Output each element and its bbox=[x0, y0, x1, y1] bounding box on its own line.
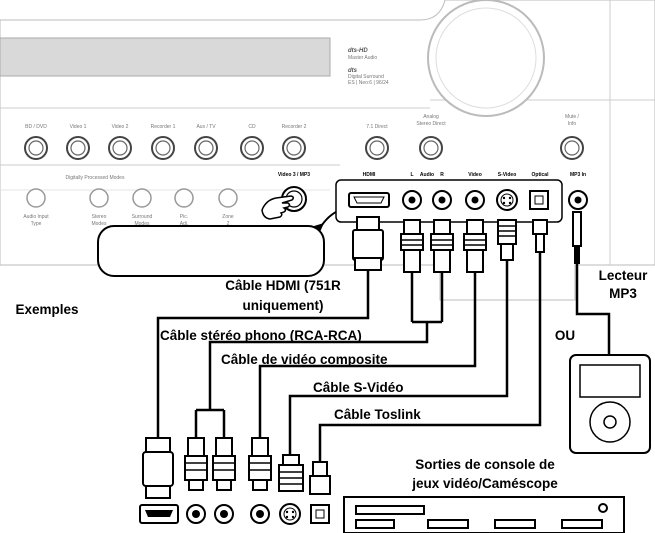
mode-button-4[interactable]: Pic.Adj. bbox=[174, 188, 194, 227]
hdmi-cable-label-2: uniquement) bbox=[243, 298, 324, 313]
exemples-label: Exemples bbox=[15, 302, 78, 317]
mode-button-label: Modes bbox=[134, 221, 150, 227]
mode-button-label: Zone bbox=[222, 214, 234, 220]
front-button-1[interactable]: BD / DVD bbox=[24, 124, 48, 160]
front-button-6[interactable]: CD bbox=[240, 124, 264, 160]
front-button-5[interactable]: Aux / TV bbox=[194, 124, 218, 160]
dts-hd-logo: dts-HD Master Audio bbox=[348, 48, 377, 61]
front-flap bbox=[97, 225, 325, 277]
mode-button-label: Pic. bbox=[180, 214, 188, 220]
mode-group-label: Digitally Processed Modes bbox=[66, 175, 125, 181]
mp3-player-icon bbox=[569, 354, 651, 454]
front-button-label: Info bbox=[568, 121, 577, 127]
front-display bbox=[0, 37, 331, 77]
svideo-port-label: S-Video bbox=[498, 172, 517, 178]
optical-port-label: Optical bbox=[532, 172, 550, 178]
mode-button-label: Type bbox=[31, 221, 42, 227]
audio-r-label: R bbox=[440, 172, 444, 178]
toslink-cable-label: Câble Toslink bbox=[334, 407, 421, 422]
source-plugs bbox=[142, 437, 331, 499]
ou-label: OU bbox=[555, 328, 575, 343]
mode-button-label: Audio Input bbox=[23, 214, 49, 220]
video3-mp3-label: Video 3 / MP3 bbox=[278, 172, 310, 178]
pointing-hand-icon bbox=[261, 195, 295, 220]
front-button-3[interactable]: Video 2 bbox=[108, 124, 132, 160]
console-label-1: Sorties de console de bbox=[415, 457, 555, 472]
mode-button-label: Surround bbox=[132, 214, 153, 220]
mp3-label-1: Lecteur bbox=[599, 268, 649, 283]
source-jacks bbox=[139, 503, 330, 525]
receiver-plugs bbox=[352, 211, 582, 273]
mode-button-row: Audio InputTypeStereoModesSurroundModesP… bbox=[23, 188, 238, 227]
front-button-row: BD / DVD Video 1 Video 2 Recorder 1 Aux / TV… bbox=[24, 114, 584, 160]
front-button-label: Video 2 bbox=[112, 124, 129, 130]
mp3in-port-label: MP3 In bbox=[570, 172, 586, 178]
mp3-label-2: MP3 bbox=[609, 286, 637, 301]
dts-logo: dts Digital Surround ES | Neo:6 | 96/24 bbox=[348, 68, 389, 86]
hdmi-cable-label-1: Câble HDMI (751R bbox=[225, 278, 341, 293]
front-button-label: Recorder 1 bbox=[151, 124, 176, 130]
front-button-10[interactable]: Mute /Info bbox=[560, 114, 584, 160]
cable-labels: Câble HDMI (751R uniquement) Exemples Câ… bbox=[15, 268, 648, 491]
front-button-2[interactable]: Video 1 bbox=[66, 124, 90, 160]
svg-text:dts: dts bbox=[348, 68, 358, 74]
hdmi-port-label: HDMI bbox=[363, 172, 376, 178]
volume-knob[interactable] bbox=[427, 0, 545, 117]
front-button-4[interactable]: Recorder 1 bbox=[151, 124, 176, 160]
front-jack-panel: HDMI L Audio R Video S-Video Optical MP3… bbox=[335, 172, 586, 223]
console-label-2: jeux vidéo/Caméscope bbox=[411, 476, 558, 491]
front-button-label: BD / DVD bbox=[25, 124, 47, 130]
console-device-icon bbox=[343, 496, 625, 533]
front-button-label: Mute / bbox=[565, 114, 580, 120]
svg-text:ES | Neo:6 | 96/24: ES | Neo:6 | 96/24 bbox=[348, 80, 389, 86]
composite-cable-label: Câble de vidéo composite bbox=[221, 352, 388, 367]
front-button-7[interactable]: Recorder 2 bbox=[282, 124, 307, 160]
cables bbox=[156, 252, 611, 462]
mode-button-label: Adj. bbox=[180, 221, 189, 227]
front-button-label: Stereo Direct bbox=[416, 121, 446, 127]
mode-button-label: Modes bbox=[91, 221, 107, 227]
front-button-8[interactable]: 7.1 Direct bbox=[365, 124, 389, 160]
audio-l-label: L bbox=[410, 172, 413, 178]
video-port-label: Video bbox=[468, 172, 482, 178]
front-button-label: Analog bbox=[423, 114, 439, 120]
mode-button-label: 2 bbox=[227, 221, 230, 227]
svg-text:Master Audio: Master Audio bbox=[348, 55, 377, 61]
audio-port-label: Audio bbox=[420, 172, 434, 178]
stereo-cable-label: Câble stéréo phono (RCA-RCA) bbox=[160, 328, 362, 343]
front-button-label: CD bbox=[248, 124, 256, 130]
svg-text:dts-HD: dts-HD bbox=[348, 48, 368, 54]
svg-text:Digital Surround: Digital Surround bbox=[348, 74, 384, 80]
front-button-label: 7.1 Direct bbox=[366, 124, 388, 130]
front-button-label: Video 1 bbox=[70, 124, 87, 130]
front-button-label: Aux / TV bbox=[196, 124, 216, 130]
mode-button-label: Stereo bbox=[92, 214, 107, 220]
front-button-label: Recorder 2 bbox=[282, 124, 307, 130]
svideo-cable-label: Câble S-Vidéo bbox=[313, 380, 404, 395]
